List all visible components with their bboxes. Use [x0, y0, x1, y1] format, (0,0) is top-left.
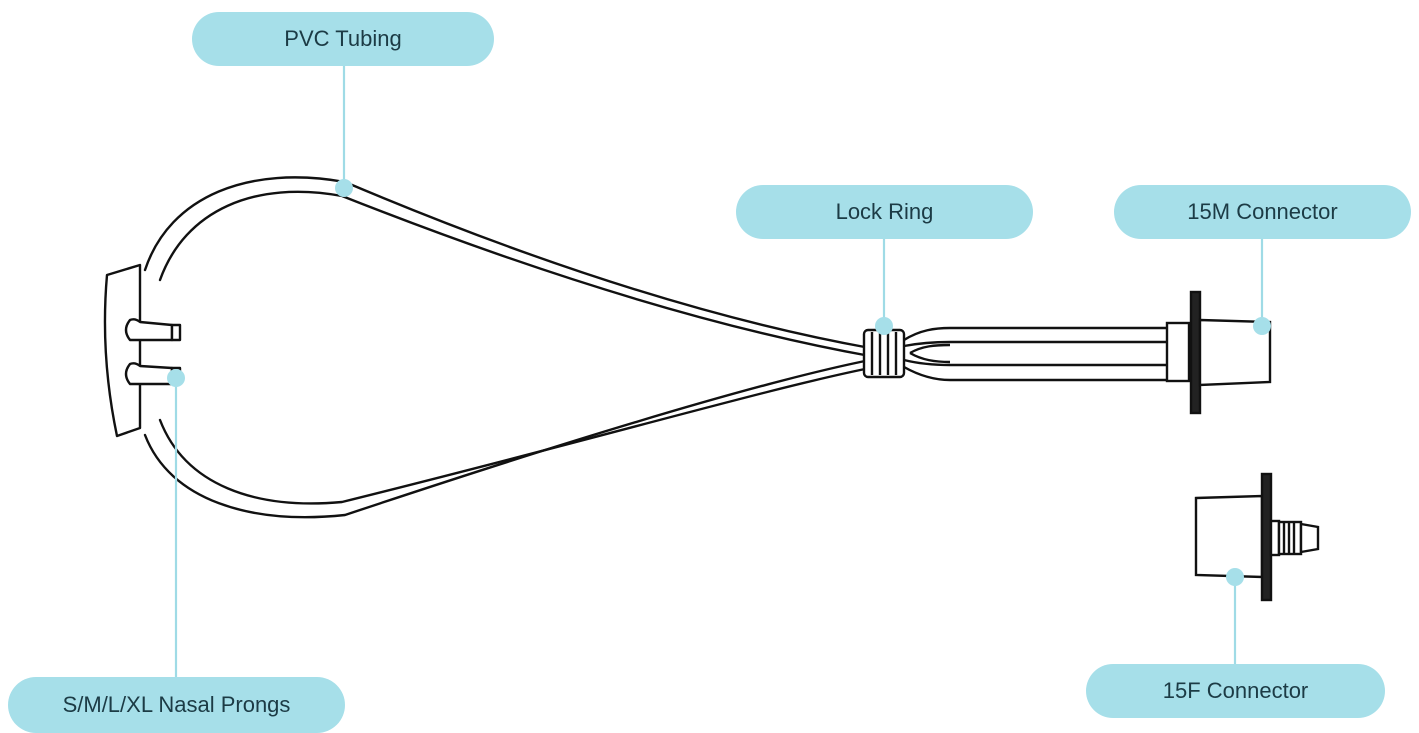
label-15f-connector: 15F Connector — [1086, 664, 1385, 718]
dot-nasal-prongs — [167, 369, 185, 387]
face-piece — [103, 263, 142, 438]
label-nasal-prongs: S/M/L/XL Nasal Prongs — [8, 677, 345, 733]
dot-lock-ring — [875, 317, 893, 335]
dot-15f — [1226, 568, 1244, 586]
label-lock-ring: Lock Ring — [736, 185, 1033, 239]
dot-15m — [1253, 317, 1271, 335]
label-15m-connector: 15M Connector — [1114, 185, 1411, 239]
label-pvc-tubing: PVC Tubing — [192, 12, 494, 66]
lock-ring — [862, 328, 906, 379]
connector-tubes — [903, 326, 1168, 382]
leader-lines — [167, 66, 1271, 678]
upper-prong — [124, 318, 174, 342]
dot-pvc-tubing — [335, 179, 353, 197]
connector-15m — [1165, 290, 1272, 415]
lower-prong — [124, 362, 174, 386]
nasal-prongs — [103, 263, 182, 438]
connector-15f — [1194, 472, 1320, 602]
pvc-tubing — [143, 176, 872, 519]
